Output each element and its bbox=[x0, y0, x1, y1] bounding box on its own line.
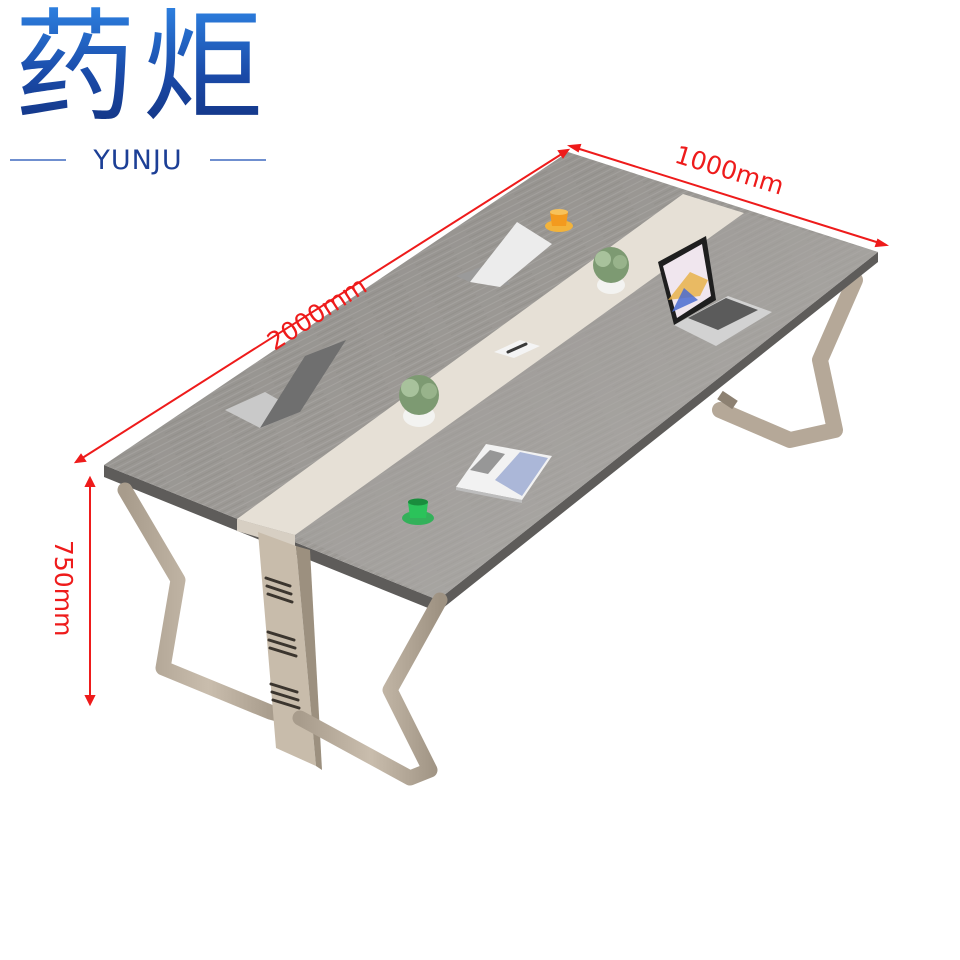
brand-name-en: YUNJU bbox=[93, 144, 183, 176]
green-cup bbox=[402, 498, 434, 525]
brand-logo: 药炬 YUNJU bbox=[10, 0, 270, 176]
cable-port bbox=[494, 340, 540, 358]
dimension-height-line bbox=[84, 475, 96, 707]
laptop-front-left bbox=[225, 340, 346, 428]
laptop-right bbox=[658, 236, 772, 346]
succulent-plant-front bbox=[399, 375, 439, 427]
table-front-right-leg bbox=[292, 592, 448, 786]
orange-cup bbox=[545, 209, 573, 232]
succulent-plant-back bbox=[593, 247, 629, 294]
brand-name-cn: 药炬 bbox=[14, 0, 270, 139]
table-center-leg bbox=[258, 532, 322, 770]
logo-divider-left bbox=[10, 159, 66, 161]
logo-divider-right bbox=[210, 159, 266, 161]
dimension-width-line bbox=[566, 143, 890, 248]
laptop-back-left bbox=[456, 222, 552, 287]
table-back-leg bbox=[712, 272, 863, 448]
dimension-height-label: 750mm bbox=[49, 540, 78, 637]
magazine bbox=[456, 444, 552, 503]
dimension-length-line bbox=[73, 148, 571, 464]
brand-name-en-row: YUNJU bbox=[10, 140, 266, 180]
